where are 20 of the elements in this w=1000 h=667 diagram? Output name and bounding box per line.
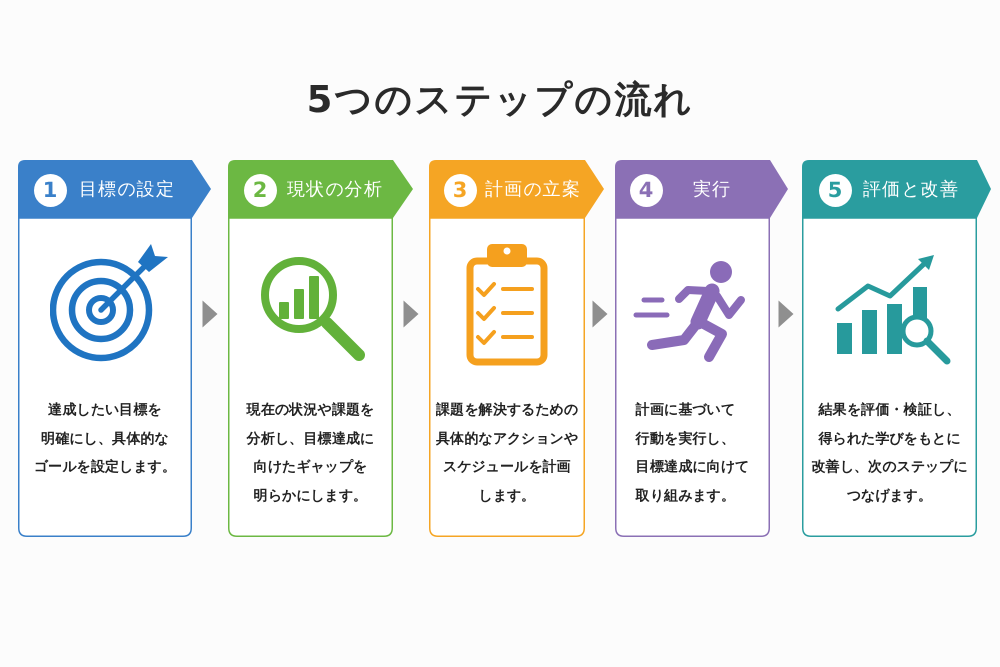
step-description: 結果を評価・検証し、得られた学びをもとに改善し、次のステップにつなげます。: [811, 401, 968, 506]
step-heading: 評価と改善: [863, 178, 959, 202]
step-card: [429, 160, 604, 537]
arrow: [592, 300, 608, 328]
arrow: [202, 300, 218, 328]
title: 5つのステップの流れ: [306, 78, 694, 122]
step-card: [228, 160, 413, 537]
step-heading: 現状の分析: [287, 178, 383, 202]
step-description: 現在の状況や課題を分析し、目標達成に向けたギャップを明らかにします。: [246, 401, 374, 506]
step-heading: 目標の設定: [79, 178, 175, 202]
step-description: 課題を解決するための具体的なアクションやスケジュールを計画します。: [436, 401, 578, 506]
step-card: [18, 160, 211, 537]
step-heading: 計画の立案: [485, 178, 581, 202]
step-description: 計画に基づいて行動を実行し、目標達成に向けて取り組みます。: [636, 401, 750, 506]
step-heading: 実行: [693, 178, 732, 202]
step-description: 達成したい目標を明確にし、具体的なゴールを設定します。: [34, 401, 176, 477]
arrow: [404, 300, 418, 328]
arrow: [778, 300, 794, 328]
step-card: [615, 160, 788, 537]
step-card: [802, 160, 991, 537]
